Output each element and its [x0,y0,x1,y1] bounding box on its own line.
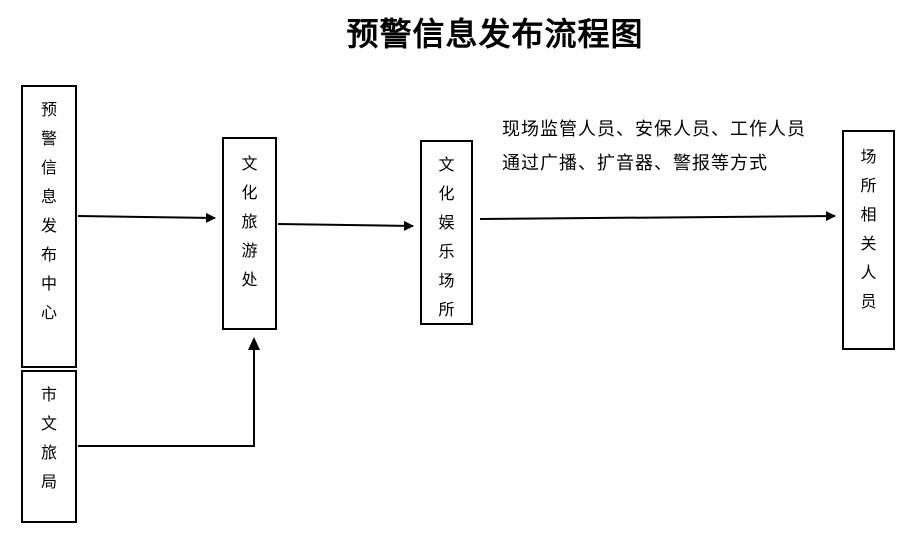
arrow-center-to-dept [77,212,216,223]
node-city-bureau: 市文旅局 [21,370,77,523]
node-warning-center-label: 预警信息发布中心 [40,100,57,322]
node-venue-personnel-label: 场所相关人员 [860,147,877,311]
node-culture-tourism-dept-label: 文化旅游处 [241,154,258,289]
arrow-city-bureau-to-dept-head [248,337,260,350]
node-culture-tourism-dept: 文化旅游处 [222,137,277,330]
node-entertainment-venue-label: 文化娱乐场所 [438,155,455,319]
node-city-bureau-label: 市文旅局 [40,385,57,491]
node-venue-personnel: 场所相关人员 [842,130,895,350]
node-warning-center: 预警信息发布中心 [21,85,77,368]
arrow-venue-to-personnel [479,211,836,222]
edge-label-broadcast-methods: 现场监管人员、安保人员、工作人员通过广播、扩音器、警报等方式 [502,119,806,174]
node-entertainment-venue: 文化娱乐场所 [420,140,473,325]
arrow-dept-to-venue [277,220,414,231]
diagram-title: 预警信息发布流程图 [346,15,644,53]
arrow-city-bureau-to-dept [78,346,255,447]
